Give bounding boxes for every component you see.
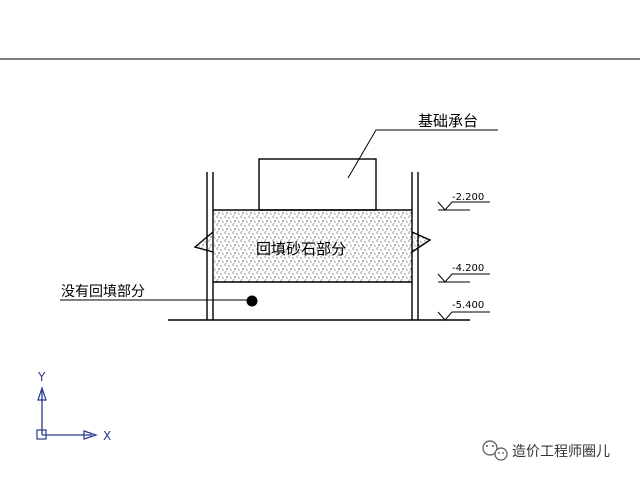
watermark: 造价工程师圈儿	[482, 440, 610, 461]
ucs-axis-icon: Y X	[36, 370, 111, 443]
pile-cap-leader	[347, 129, 498, 179]
watermark-text: 造价工程师圈儿	[512, 444, 610, 460]
elevation-marker-top: -2.200	[437, 192, 490, 211]
pile-cap-label: 基础承台	[418, 112, 478, 130]
elevation-marker-middle: -4.200	[437, 263, 490, 283]
backfill-label: 回填砂石部分	[256, 240, 346, 258]
not-backfilled-label: 没有回填部分	[61, 284, 145, 300]
backfill-hatch-area	[195, 210, 430, 282]
y-axis-label: Y	[37, 370, 46, 384]
elevation-bottom-label: -5.400	[452, 300, 484, 311]
pile-cap-rect	[258, 158, 377, 211]
elevation-middle-label: -4.200	[452, 263, 484, 274]
wechat-logo-icon	[482, 440, 508, 461]
elevation-top-label: -2.200	[452, 192, 484, 203]
left-notch	[193, 231, 214, 253]
elevation-marker-bottom: -5.400	[437, 300, 490, 321]
right-notch	[411, 231, 432, 253]
not-backfilled-dot	[246, 295, 258, 307]
x-axis-label: X	[103, 429, 111, 443]
